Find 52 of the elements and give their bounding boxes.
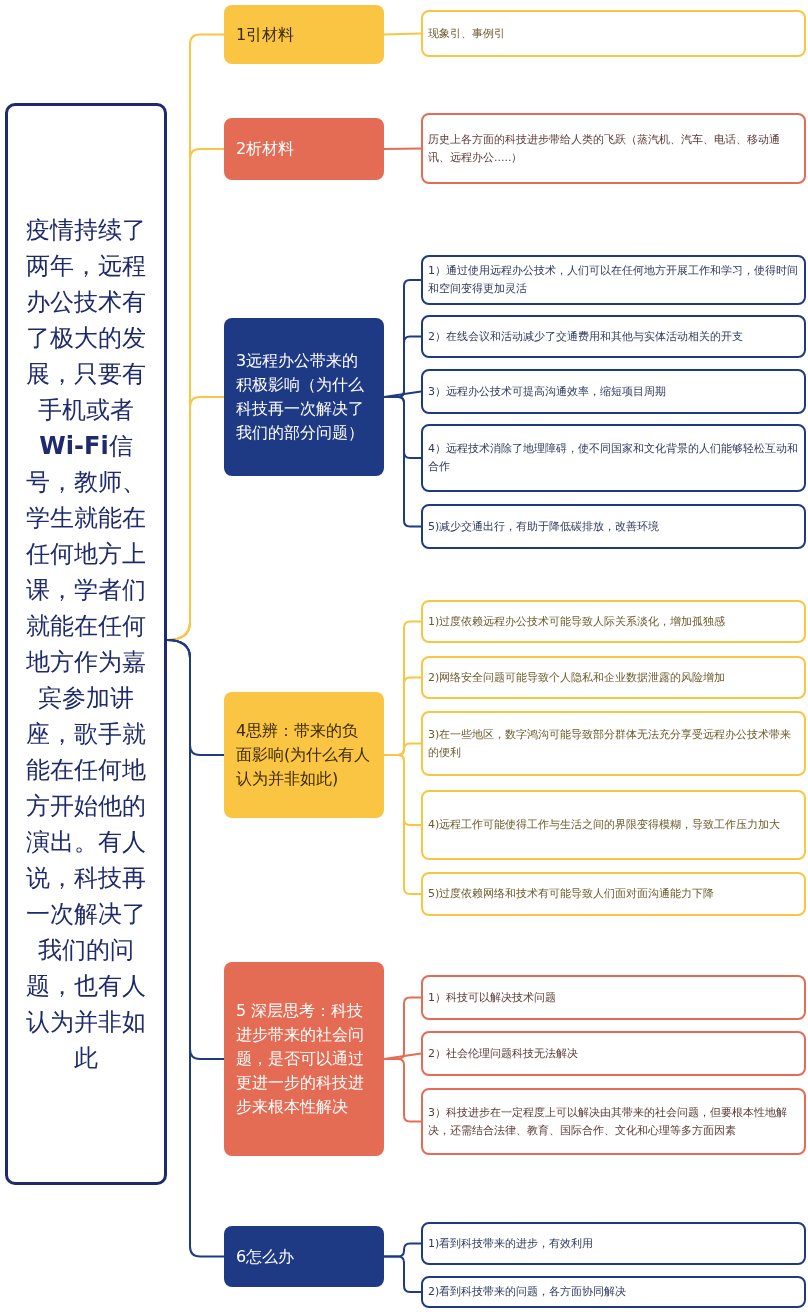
point-box — [421, 424, 806, 492]
point-box — [421, 872, 806, 916]
point-text: 1)看到科技带来的进步，有效利用 — [428, 1235, 594, 1252]
point-text: 2)网络安全问题可能导致个人隐私和企业数据泄露的风险增加 — [428, 669, 726, 686]
point-box — [421, 975, 806, 1020]
point-box — [421, 504, 806, 549]
connector-line — [383, 32, 422, 36]
point-box — [421, 315, 806, 358]
branch-box — [224, 5, 384, 64]
connector-line — [383, 396, 422, 528]
branch-box — [224, 1226, 384, 1287]
point-text: 4)远程工作可能使得工作与生活之间的界限变得模糊，导致工作压力加大 — [428, 817, 781, 834]
branch-box — [224, 692, 384, 818]
branch-text: 3远程办公带来的积极影响（为什么科技再一次解决了我们的部分问题） — [236, 350, 365, 444]
connector-line — [383, 147, 422, 150]
connector-line — [166, 639, 225, 1258]
point-box — [421, 1222, 806, 1265]
topic-text: 疫情持续了两年，远程办公技术有了极大的发展，只要有手机或者Wi-Fi信号，教师、学生就能在任何地方上课，学者们就能在任何地方作为嘉宾参加讲座，歌手就能在任何地方开始他的演出。有人说，科技再一次解决了我们的问题，也有人认为并非如此 — [25, 215, 147, 1074]
branch-box — [224, 318, 384, 476]
point-box — [421, 113, 806, 184]
point-text: 1）科技可以解决技术问题 — [428, 989, 556, 1006]
branch-text: 2析材料 — [236, 138, 295, 160]
branch-text: 6怎么办 — [236, 1245, 295, 1268]
point-box — [421, 1276, 806, 1308]
branch-box — [224, 962, 384, 1156]
point-box — [421, 656, 806, 699]
branch-text: 4思辨：带来的负面影响(为什么有人认为并非如此) — [236, 720, 372, 790]
branch-text: 1引材料 — [236, 23, 295, 46]
point-text: 3）科技进步在一定程度上可以解决由其带来的社会问题，但要根本性地解决，还需结合法律、教育、国际合作、文化和心理等多方面因素 — [428, 1104, 788, 1139]
point-box — [421, 10, 806, 57]
point-text: 4）远程技术消除了地理障碍，使不同国家和文化背景的人们能够轻松互动和合作 — [428, 441, 799, 475]
point-text: 3)在一些地区，数字鸿沟可能导致部分群体无法充分享受远程办公技术带来的便利 — [428, 726, 793, 761]
point-box — [421, 1031, 806, 1076]
point-text: 3）远程办公技术可提高沟通效率，缩短项目周期 — [428, 383, 666, 400]
point-text: 历史上各方面的科技进步带给人类的飞跃（蒸汽机、汽车、电话、移动通讯、远程办公.....） — [428, 131, 781, 166]
point-box — [421, 790, 806, 860]
point-box — [421, 255, 806, 305]
point-text: 5)过度依赖网络和技术有可能导致人们面对面沟通能力下降 — [428, 886, 715, 903]
point-box — [421, 369, 806, 414]
point-box — [421, 1088, 806, 1155]
branch-text: 5 深层思考：科技进步带来的社会问题，是否可以通过更进一步的科技进步来根本性解决 — [236, 1000, 365, 1118]
point-box — [421, 600, 806, 643]
branch-box — [224, 118, 384, 180]
point-text: 2)看到科技带来的问题，各方面协同解决 — [428, 1284, 627, 1301]
topic-box — [5, 103, 167, 1185]
point-text: 1)过度依赖远程办公技术可能导致人际关系淡化，增加孤独感 — [428, 613, 726, 630]
point-text: 5)减少交通出行，有助于降低碳排放，改善环境 — [428, 518, 660, 535]
point-text: 现象引、事例引 — [428, 25, 505, 42]
point-text: 2）在线会议和活动减少了交通费用和其他与实体活动相关的开支 — [428, 328, 743, 345]
point-text: 1）通过使用远程办公技术，人们可以在任何地方开展工作和学习，使得时间和空间变得更加灵活 — [428, 263, 799, 297]
point-text: 2）社会伦理问题科技无法解决 — [428, 1045, 578, 1062]
point-box — [421, 711, 806, 776]
